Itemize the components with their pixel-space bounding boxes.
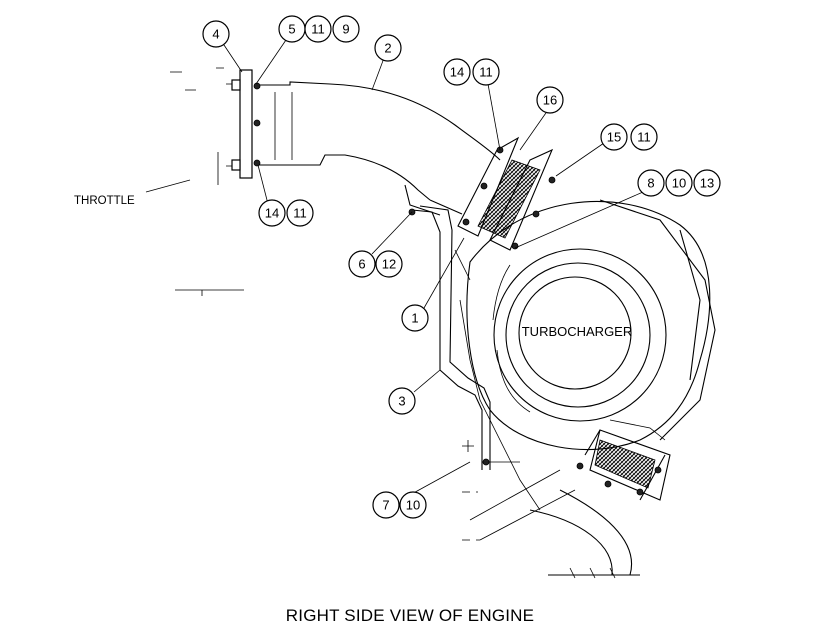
balloon-16: 16: [536, 86, 564, 114]
balloon-5: 5: [278, 15, 306, 43]
balloon-8-13: 13: [693, 169, 721, 197]
svg-text:14: 14: [265, 206, 279, 221]
svg-text:3: 3: [398, 394, 405, 409]
svg-text:2: 2: [384, 41, 391, 56]
svg-text:11: 11: [479, 65, 493, 80]
svg-text:14: 14: [450, 65, 464, 80]
balloon-15: 15: [600, 123, 628, 151]
svg-text:5: 5: [288, 22, 295, 37]
svg-text:12: 12: [382, 257, 396, 272]
balloon-6-12: 12: [375, 250, 403, 278]
exhaust-elbow: [529, 489, 640, 579]
balloon-15-11: 11: [630, 123, 658, 151]
balloon-3: 3: [388, 387, 416, 415]
balloon-8: 8: [637, 169, 665, 197]
svg-text:16: 16: [543, 93, 557, 108]
turbocharger-label: TURBOCHARGER: [522, 324, 633, 339]
svg-text:7: 7: [382, 498, 389, 513]
balloon-8-10: 10: [665, 169, 693, 197]
engine-block-outline: [454, 249, 576, 541]
support-bracket: [408, 205, 520, 541]
svg-text:9: 9: [342, 22, 349, 37]
svg-text:10: 10: [406, 498, 420, 513]
balloon-14-top: 14: [443, 58, 471, 86]
hose-clamp-assembly: [457, 136, 556, 251]
balloon-14-top-11: 11: [472, 58, 500, 86]
balloon-4: 4: [202, 20, 230, 48]
svg-text:11: 11: [293, 206, 307, 221]
svg-text:11: 11: [311, 22, 325, 37]
balloon-5-9: 9: [332, 15, 360, 43]
throttle-leader: [145, 179, 191, 193]
balloon-7-10: 10: [399, 491, 427, 519]
balloon-2: 2: [374, 34, 402, 62]
throttle-flange: [170, 67, 261, 296]
svg-text:6: 6: [358, 257, 365, 272]
diagram-caption: RIGHT SIDE VIEW OF ENGINE: [285, 606, 535, 625]
svg-text:1: 1: [411, 311, 418, 326]
balloon-14-left: 14: [258, 199, 286, 227]
balloon-6: 6: [348, 250, 376, 278]
balloon-5-11: 11: [304, 15, 332, 43]
turbocharger-housing: [466, 199, 716, 451]
svg-text:4: 4: [212, 27, 219, 42]
intake-elbow: [258, 81, 501, 216]
svg-text:15: 15: [607, 130, 621, 145]
lower-flange: [576, 429, 671, 501]
balloon-7: 7: [372, 491, 400, 519]
svg-text:13: 13: [700, 176, 714, 191]
leader-lines: [221, 39, 644, 497]
svg-text:10: 10: [672, 176, 686, 191]
throttle-label: THROTTLE: [74, 195, 135, 207]
svg-text:8: 8: [647, 176, 654, 191]
balloon-14-left-11: 11: [286, 199, 314, 227]
balloon-1: 1: [401, 304, 429, 332]
svg-text:11: 11: [637, 130, 651, 145]
